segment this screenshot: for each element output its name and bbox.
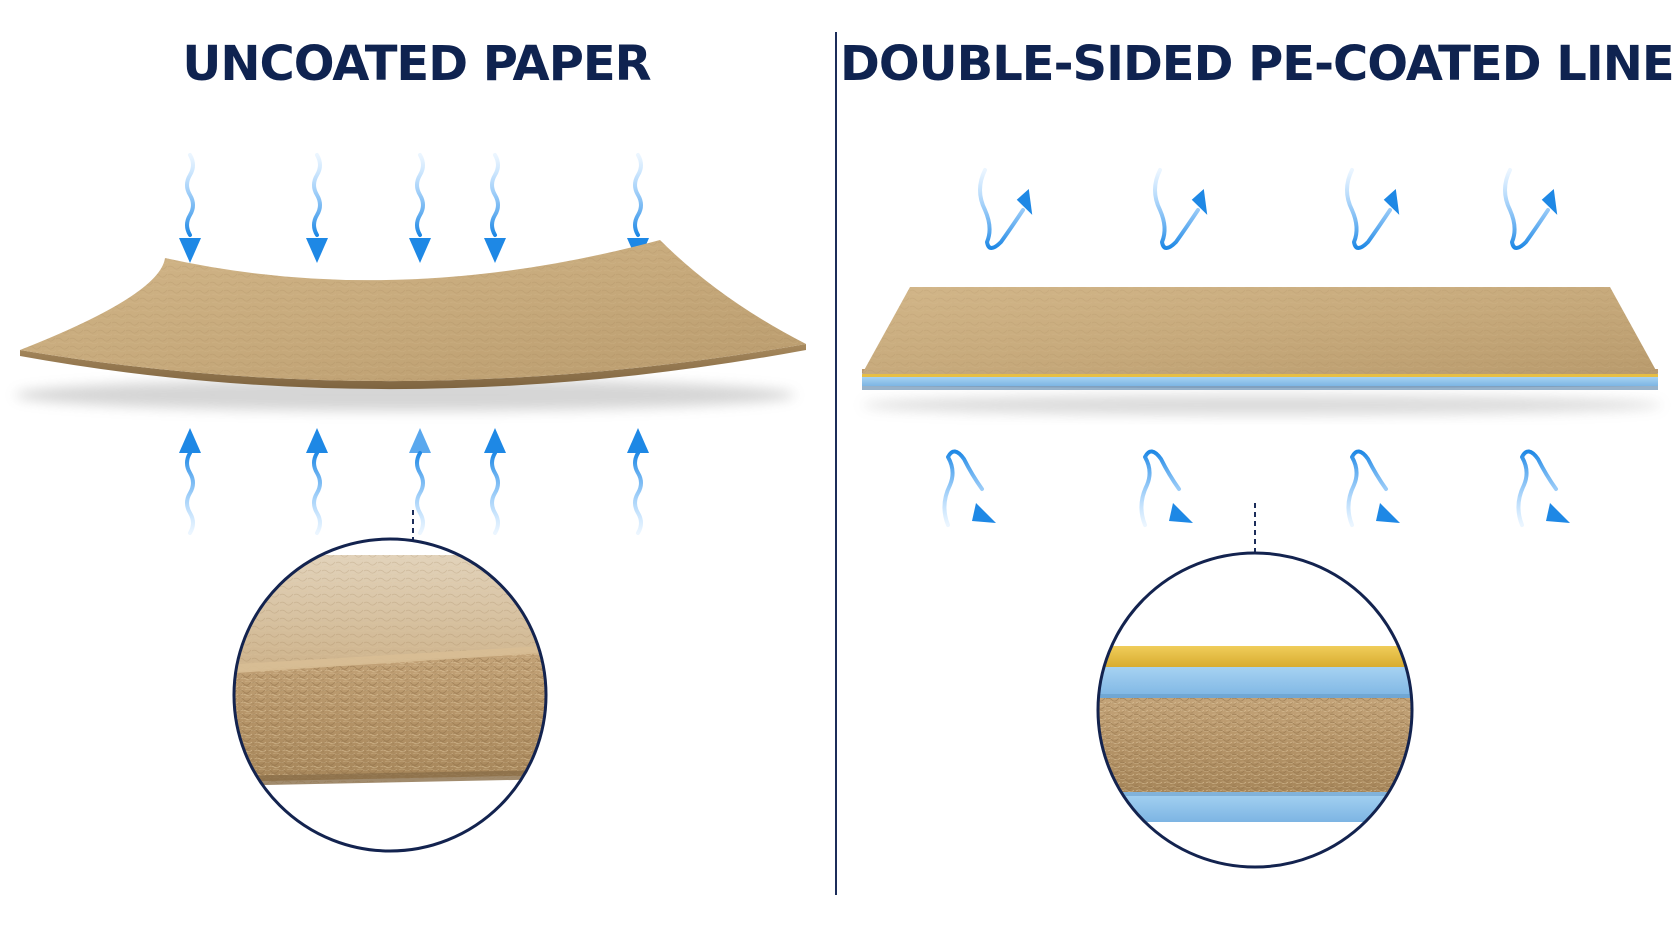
wavy-arrow-up-icon (306, 428, 328, 535)
sheet-shadow (15, 379, 795, 411)
sheet-edge (20, 344, 806, 390)
wavy-arrow-deflect-down-icon (1139, 449, 1193, 527)
wavy-arrow-deflect-up-icon (978, 168, 1033, 250)
wavy-arrow-up-icon (627, 428, 649, 535)
wavy-arrow-up-icon (409, 428, 431, 535)
magnifier-circle-icon (1096, 551, 1414, 869)
zoom-bottom-blue-pe-layer (1098, 792, 1412, 822)
zoom-yellow-pe-layer (1098, 646, 1412, 667)
wavy-arrow-down-icon (179, 153, 201, 263)
wavy-arrow-deflect-up-icon (1503, 168, 1558, 250)
moisture-arrows-bottom-right (942, 449, 1570, 527)
zoom-top-blue-pe-layer (1098, 667, 1412, 698)
wavy-arrow-down-icon (409, 153, 431, 263)
wavy-arrow-down-icon (306, 153, 328, 263)
moisture-arrows-top-left (179, 153, 649, 263)
wavy-arrow-up-icon (484, 428, 506, 535)
wavy-arrow-deflect-down-icon (1516, 449, 1570, 527)
wavy-arrow-deflect-up-icon (1345, 168, 1400, 250)
moisture-arrows-top-right (978, 168, 1558, 250)
pe-coated-liner-title: DOUBLE-SIDED PE-COATED LINER (840, 36, 1672, 92)
wavy-arrow-up-icon (179, 428, 201, 535)
wavy-arrow-down-icon (484, 153, 506, 263)
wavy-arrow-deflect-down-icon (1346, 449, 1400, 527)
uncoated-paper-title: UNCOATED PAPER (182, 36, 651, 92)
liner-shadow (862, 395, 1662, 415)
pe-coated-liner-sheet (862, 287, 1662, 415)
magnifier-circle-icon (232, 537, 548, 853)
uncoated-paper-sheet (15, 240, 806, 411)
liner-yellow-pe-layer (862, 374, 1658, 377)
wavy-arrow-deflect-down-icon (942, 449, 996, 527)
wavy-arrow-deflect-up-icon (1153, 168, 1208, 250)
moisture-arrows-bottom-left (179, 428, 649, 535)
